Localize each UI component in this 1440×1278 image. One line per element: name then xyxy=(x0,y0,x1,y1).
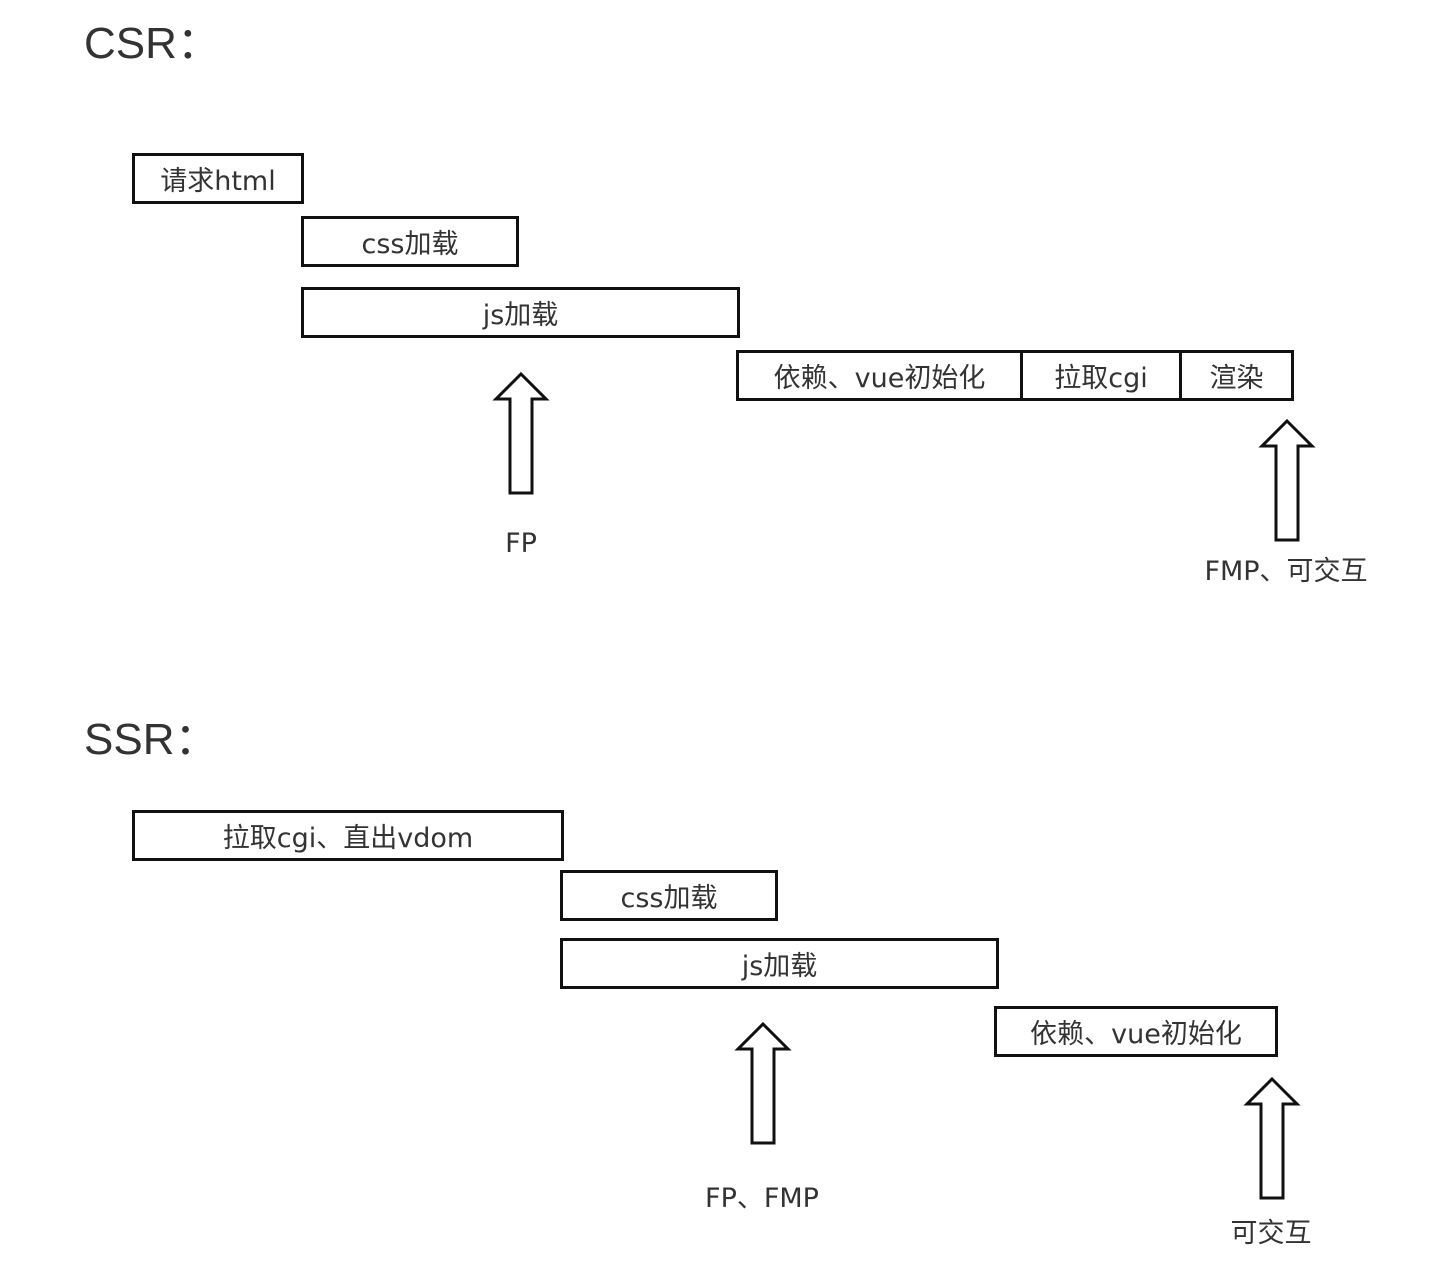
csr-css-load-box: css加载 xyxy=(301,216,519,267)
ssr-fp-fmp-label: FP、FMP xyxy=(705,1183,819,1214)
csr-title: CSR： xyxy=(84,19,221,68)
csr-fetch-cgi-box: 拉取cgi xyxy=(1020,350,1182,401)
csr-request-html-box: 请求html xyxy=(132,153,304,204)
csr-render-box: 渲染 xyxy=(1179,350,1294,401)
csr-js-load-box: js加载 xyxy=(301,287,740,338)
csr-fp-up-arrow-icon xyxy=(492,371,550,496)
ssr-fp-fmp-up-arrow-icon xyxy=(734,1021,792,1146)
csr-vue-init-box: 依赖、vue初始化 xyxy=(736,350,1023,401)
ssr-css-load-box: css加载 xyxy=(560,870,778,921)
ssr-vue-init-box: 依赖、vue初始化 xyxy=(994,1006,1278,1057)
ssr-fetch-cgi-vdom-box: 拉取cgi、直出vdom xyxy=(132,810,564,861)
ssr-js-load-box: js加载 xyxy=(560,938,999,989)
ssr-interactive-up-arrow-icon xyxy=(1243,1076,1301,1201)
ssr-title: SSR： xyxy=(84,715,219,764)
csr-fmp-up-arrow-icon xyxy=(1258,418,1316,543)
csr-fp-label: FP xyxy=(505,528,537,559)
ssr-interactive-label: 可交互 xyxy=(1230,1218,1312,1249)
csr-fmp-interactive-label: FMP、可交互 xyxy=(1204,556,1368,587)
